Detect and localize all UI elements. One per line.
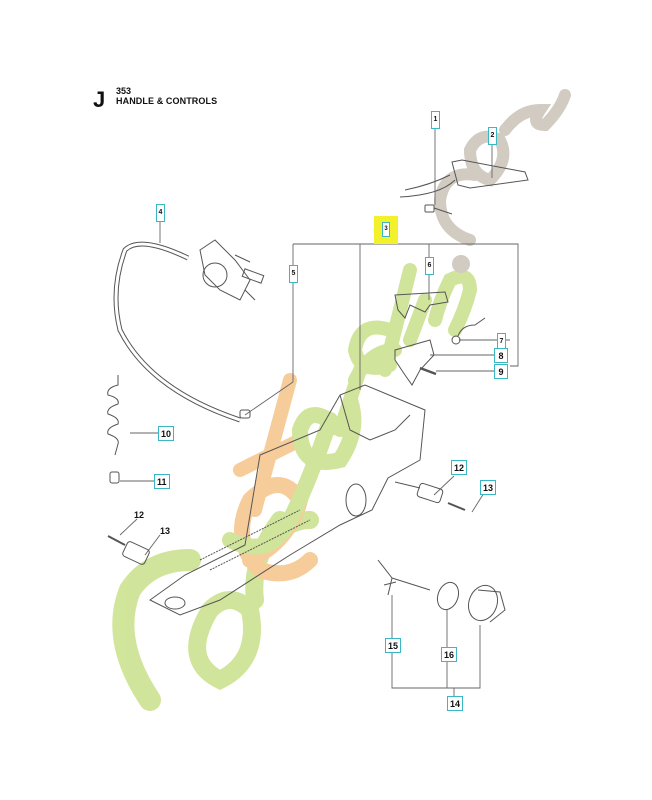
part-15-strap bbox=[377, 559, 431, 596]
watermark bbox=[112, 89, 571, 711]
part-9-pin bbox=[419, 366, 437, 376]
watermark-letter-d bbox=[347, 263, 417, 377]
callout-16[interactable]: 16 bbox=[441, 647, 458, 662]
part-16-o-ring bbox=[436, 581, 460, 611]
watermark-letter-t bbox=[233, 373, 307, 517]
callout-3-label: 3 bbox=[382, 222, 390, 237]
watermark-letter-a bbox=[291, 397, 362, 470]
leader-lines bbox=[119, 127, 519, 696]
part-6-throttle-trigger bbox=[394, 291, 449, 319]
throttle-linkage bbox=[199, 239, 265, 301]
callout-2[interactable]: 2 bbox=[488, 127, 497, 145]
part-2-wire bbox=[399, 174, 456, 198]
watermark-letter-i bbox=[403, 293, 432, 347]
part-13-av-spring-left bbox=[122, 541, 150, 565]
callout-8[interactable]: 8 bbox=[494, 348, 508, 363]
callout-6[interactable]: 6 bbox=[425, 257, 434, 275]
part-12-screw-right bbox=[447, 502, 466, 511]
callout-9[interactable]: 9 bbox=[494, 364, 508, 379]
watermark-letter-j bbox=[222, 412, 338, 555]
callout-5[interactable]: 5 bbox=[289, 265, 298, 283]
callout-14[interactable]: 14 bbox=[447, 696, 464, 711]
part-8-throttle-lockout bbox=[394, 339, 435, 386]
callout-3-highlighted[interactable]: 3 bbox=[374, 216, 398, 244]
section-title: HANDLE & CONTROLS bbox=[116, 96, 218, 106]
watermark-letter-o2 bbox=[463, 130, 510, 187]
callout-1[interactable]: 1 bbox=[431, 111, 440, 129]
section-number: 353 bbox=[116, 86, 132, 96]
callout-13-right[interactable]: 12 bbox=[451, 460, 468, 475]
watermark-letter-n bbox=[428, 269, 478, 337]
part-12-screw-left bbox=[107, 535, 126, 546]
part-13-av-spring-right bbox=[394, 481, 444, 504]
watermark-letter-f bbox=[112, 549, 201, 711]
part-2-handle-bar bbox=[451, 159, 529, 189]
part-7-spring bbox=[451, 317, 486, 345]
watermark-letter-o bbox=[188, 591, 261, 691]
callout-10[interactable]: 10 bbox=[158, 426, 175, 441]
part-1-screw bbox=[424, 204, 453, 215]
watermark-letter-m bbox=[499, 89, 571, 136]
part-drawings bbox=[107, 159, 529, 623]
callout-13-left[interactable]: 13 bbox=[160, 526, 171, 536]
callout-15[interactable]: 15 bbox=[385, 638, 402, 653]
part-11-clip bbox=[109, 471, 120, 484]
handle-housing bbox=[149, 384, 426, 616]
part-4-fuel-hose bbox=[113, 241, 241, 423]
watermark-dot bbox=[452, 255, 470, 273]
callout-12-right[interactable]: 13 bbox=[480, 480, 497, 495]
part-10-coil-spring bbox=[107, 375, 119, 456]
fuel-cap bbox=[467, 584, 506, 623]
part-5-fitting bbox=[239, 409, 251, 419]
callout-11[interactable]: 11 bbox=[154, 474, 170, 489]
callout-12-left[interactable]: 12 bbox=[134, 510, 145, 520]
callout-4[interactable]: 4 bbox=[156, 204, 165, 222]
watermark-letter-c bbox=[433, 168, 481, 246]
section-letter: J bbox=[93, 87, 106, 112]
